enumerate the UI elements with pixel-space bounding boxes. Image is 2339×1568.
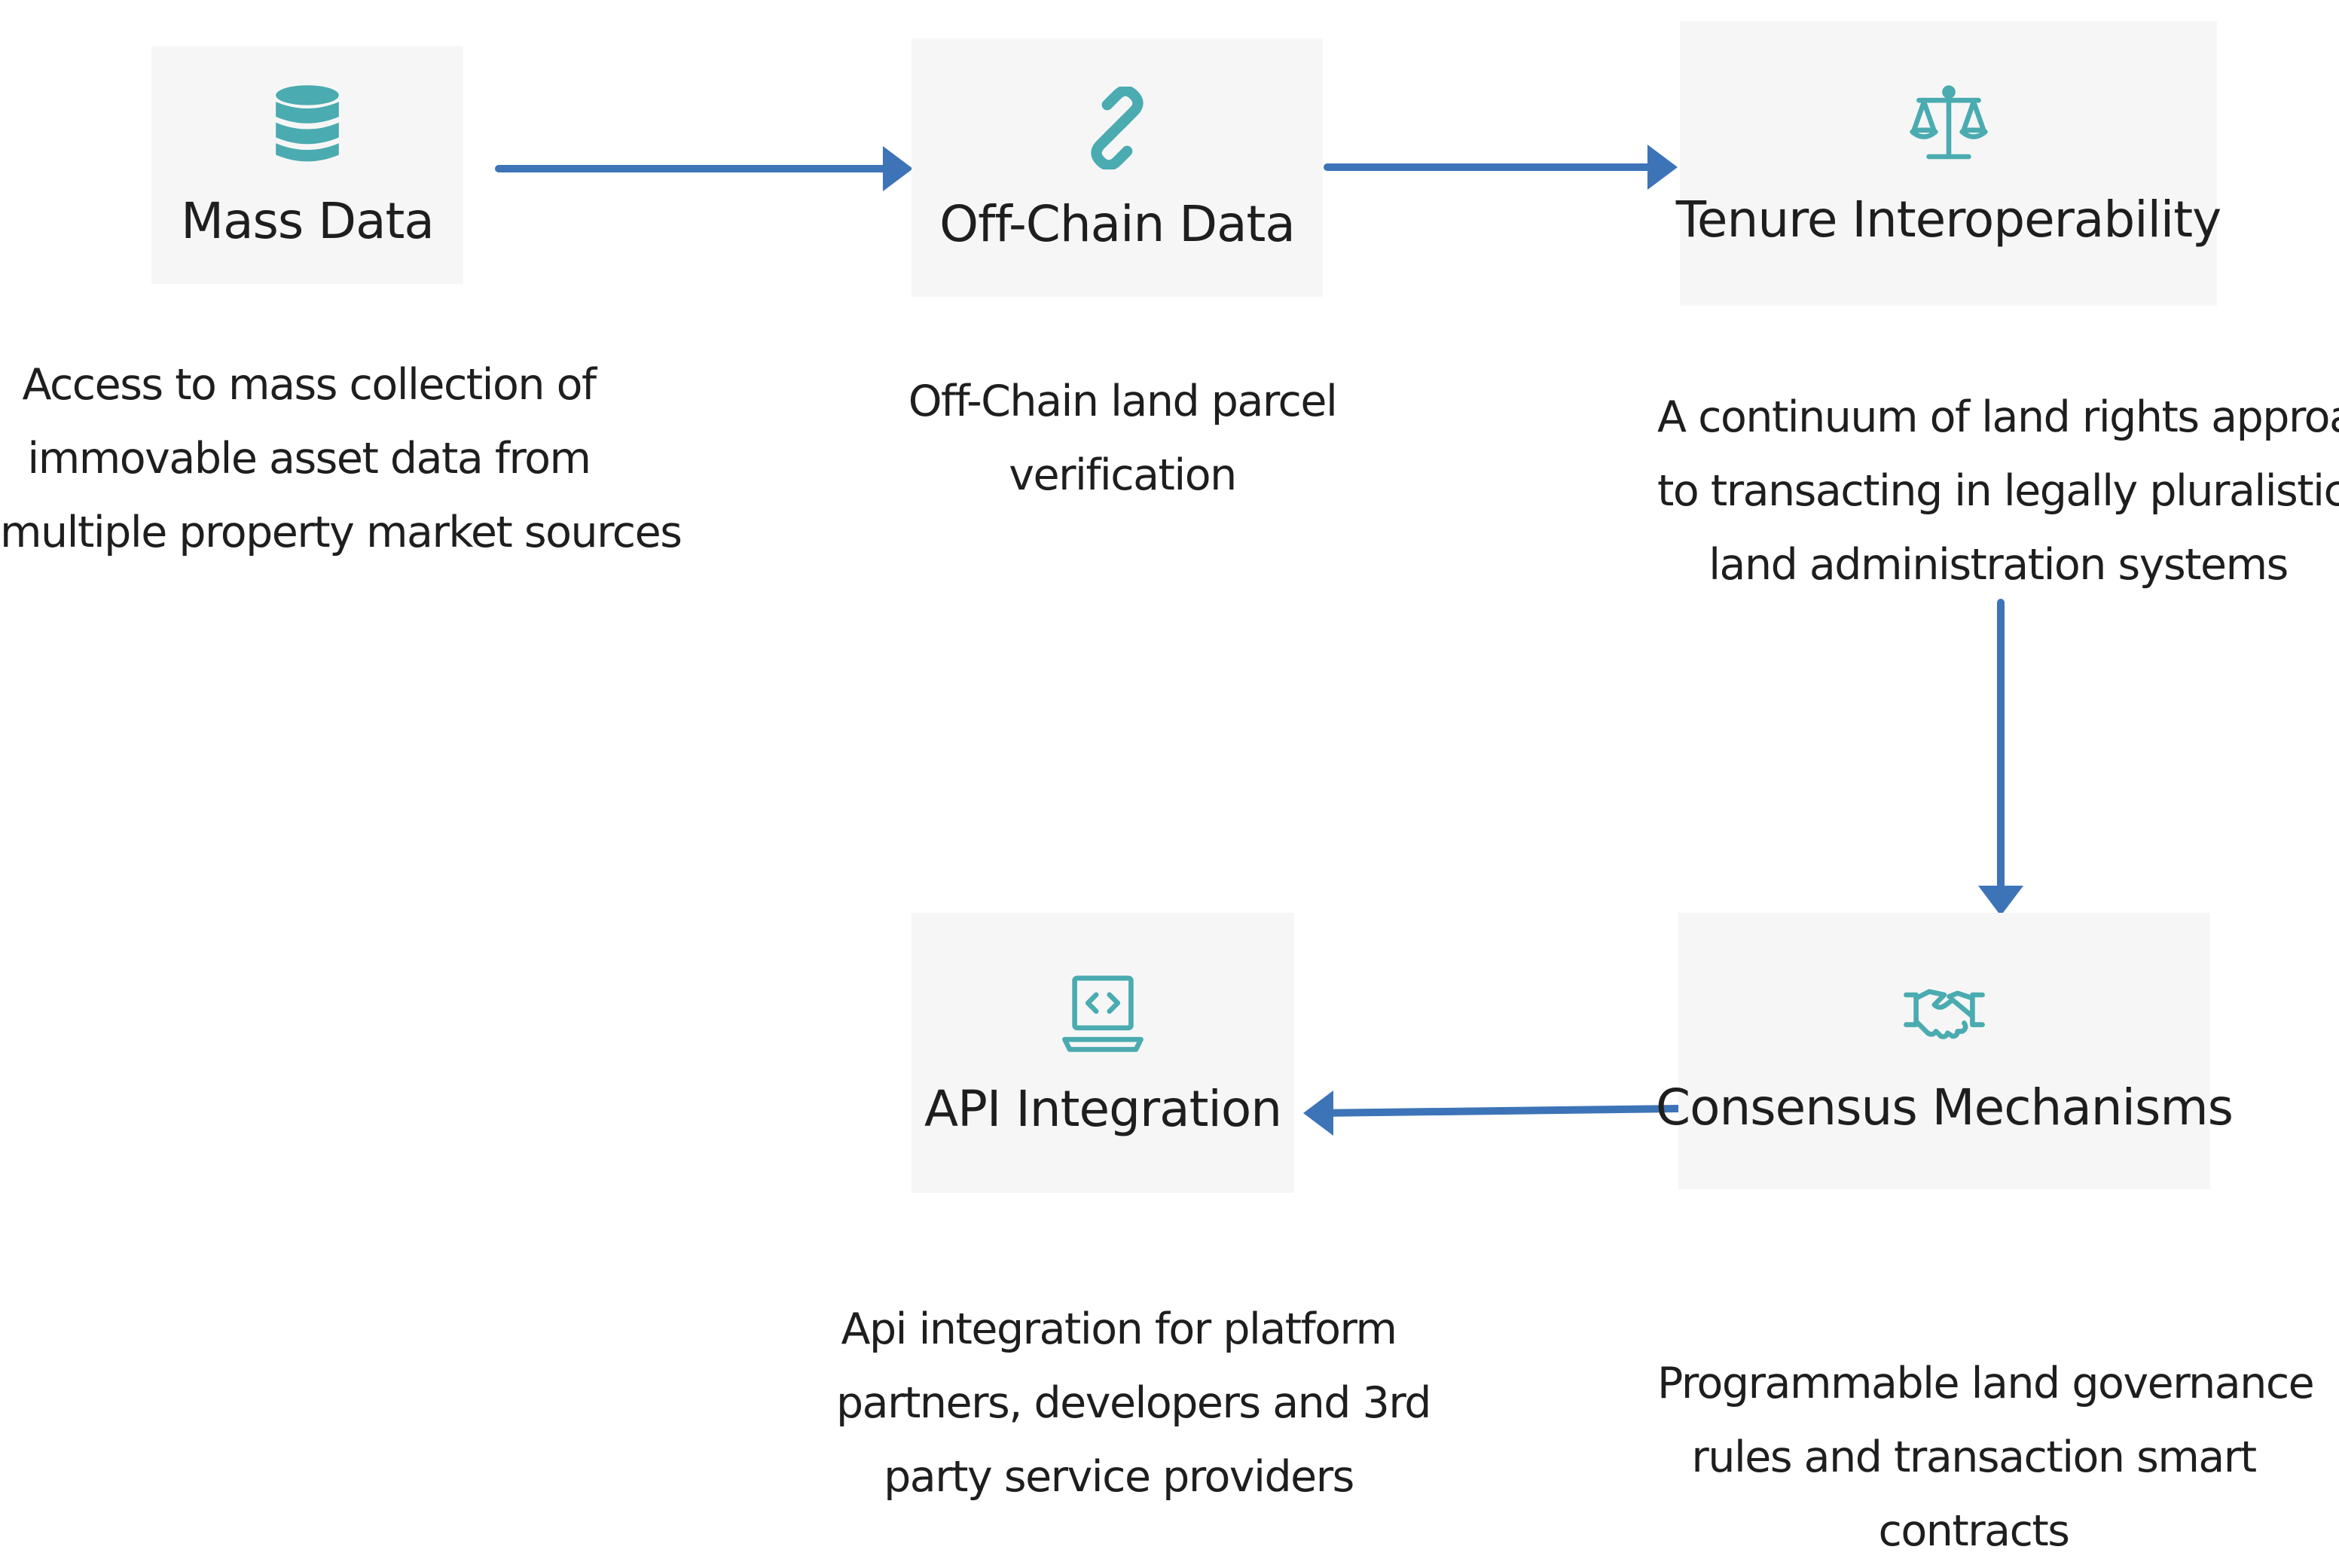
arrow-consensus-to-api — [1316, 1105, 1682, 1117]
description-line: immovable asset data from — [27, 434, 591, 484]
node-description-tenure: A continuum of land rights approach to t… — [1657, 380, 2339, 602]
node-tenure-interoperability: Tenure Interoperability — [1676, 21, 2221, 306]
arrowhead-consensus-to-api — [1303, 1091, 1333, 1136]
node-description-mass-data: Access to mass collection of immovable a… — [0, 348, 682, 569]
arrowhead-offchain-to-tenure — [1647, 145, 1678, 190]
node-description-consensus: Programmable land governance rules and t… — [1657, 1347, 2315, 1568]
description-line: Api integration for platform — [841, 1304, 1397, 1354]
description-line: party service providers — [884, 1452, 1354, 1502]
arrowhead-tenure-to-consensus — [1978, 886, 2023, 916]
description-line: A continuum of land rights approach — [1657, 392, 2339, 442]
node-off-chain-data: Off-Chain Data — [911, 38, 1323, 297]
arrowhead-mass-to-offchain — [883, 146, 913, 191]
node-title: Tenure Interoperability — [1675, 191, 2221, 249]
node-title: API Integration — [924, 1080, 1282, 1138]
node-title: Off-Chain Data — [939, 194, 1296, 253]
laptop-code-icon — [1061, 972, 1144, 1054]
node-api-integration: API Integration — [911, 913, 1294, 1193]
link-icon — [1076, 86, 1159, 169]
description-line: verification — [1009, 450, 1237, 500]
node-description-api: Api integration for platform partners, d… — [836, 1292, 1431, 1514]
scales-icon — [1907, 82, 1990, 165]
description-line: multiple property market sources — [0, 508, 682, 557]
node-title: Mass Data — [181, 192, 435, 250]
node-mass-data: Mass Data — [151, 46, 463, 284]
node-description-off-chain: Off-Chain land parcel verification — [896, 365, 1348, 512]
node-title: Consensus Mechanisms — [1655, 1078, 2234, 1136]
description-line: rules and transaction smart — [1691, 1432, 2257, 1482]
node-consensus-mechanisms: Consensus Mechanisms — [1656, 913, 2234, 1189]
database-icon — [266, 84, 349, 166]
description-line: land administration systems — [1708, 540, 2289, 590]
description-line: Off-Chain land parcel — [908, 377, 1338, 426]
description-line: partners, developers and 3rd — [836, 1378, 1431, 1428]
description-line: to transacting in legally pluralistic — [1657, 466, 2339, 516]
description-line: Access to mass collection of — [22, 360, 597, 410]
handshake-icon — [1903, 970, 1986, 1053]
description-line: Programmable land governance — [1657, 1359, 2315, 1408]
description-line: contracts — [1878, 1506, 2070, 1556]
